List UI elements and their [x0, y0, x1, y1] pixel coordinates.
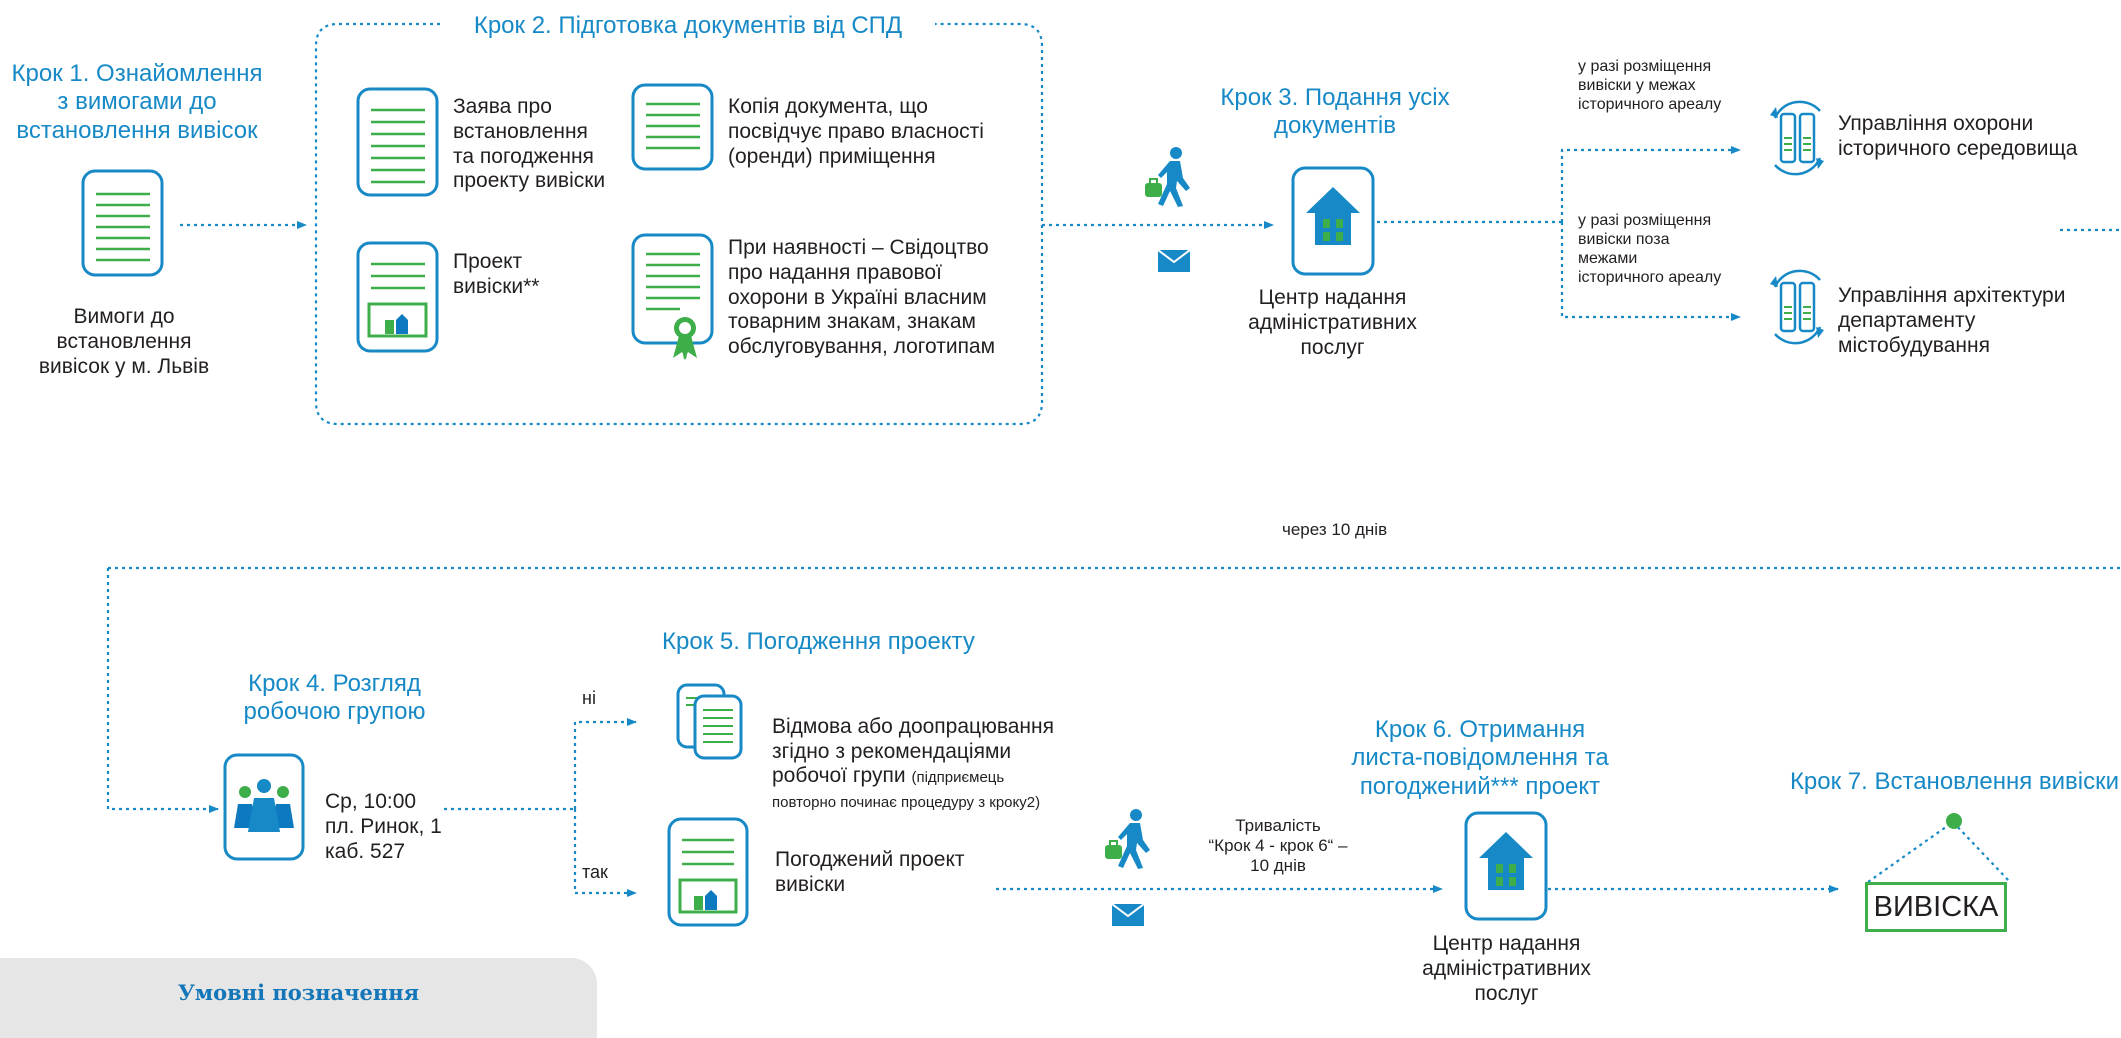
arrow-to-step4: [106, 568, 219, 813]
service-center-building-icon: [1464, 811, 1548, 921]
mail-icon: [1112, 904, 1144, 926]
condition-within-historic-area: у разі розміщення вивіски у межах істори…: [1578, 58, 1722, 113]
step2-application-label: Заява про встановлення та погодження про…: [453, 95, 606, 193]
architecture-department-icon: [1770, 269, 1824, 345]
walking-person-icon: [1105, 809, 1150, 869]
step3-heading: Крок 3. Подання усіх документів: [1220, 84, 1450, 140]
arrow-yes: [573, 809, 637, 897]
application-document-icon: [356, 87, 439, 197]
rejection-label: Відмова або доопрацювання згідно з реком…: [772, 714, 1054, 812]
condition-outside-historic-area: у разі розміщення вивіски поза межами іс…: [1578, 212, 1722, 286]
rejection-note: (підприємець повторно починає процедуру …: [772, 769, 1041, 812]
signboard-text: ВИВІСКА: [1873, 890, 1999, 923]
step2-heading: Крок 2. Підготовка документів від СПД: [473, 12, 903, 39]
working-group-icon: [223, 753, 305, 861]
after-ten-days-label: через 10 днів: [1282, 520, 1388, 539]
step5-heading: Крок 5. Погодження проекту: [662, 628, 975, 655]
trademark-certificate-icon: [631, 233, 714, 360]
walking-person-icon: [1145, 147, 1190, 207]
ownership-document-icon: [631, 83, 714, 171]
decision-no-label: ні: [582, 688, 596, 708]
sign-project-document-icon: [356, 241, 439, 353]
step2-frame: [314, 22, 1044, 426]
step1-document-label: Вимоги до встановлення вивісок у м. Льві…: [38, 305, 210, 378]
signboard: ВИВІСКА: [1865, 882, 2007, 932]
rejection-documents-icon: [676, 683, 743, 760]
step2-ownership-label: Копія документа, що посвідчує право влас…: [728, 95, 984, 168]
requirements-document-icon: [81, 169, 164, 277]
legend-title: Умовні позначення: [177, 980, 420, 1005]
step6-heading: Крок 6. Отримання листа-повідомлення та …: [1351, 716, 1609, 800]
step6-center-label: Центр надання адміністративних послуг: [1422, 932, 1591, 1005]
historic-department-label: Управління охорони історичного середовищ…: [1838, 112, 2078, 160]
decision-yes-label: так: [582, 862, 608, 882]
step2-sign-project-label: Проект вивіски**: [453, 250, 540, 298]
step7-heading: Крок 7. Встановлення вивіски: [1789, 768, 2120, 795]
step3-center-label: Центр надання адміністративних послуг: [1248, 286, 1417, 359]
mail-icon: [1158, 250, 1190, 272]
sign-nail: [1946, 813, 1962, 829]
approved-project-label: Погоджений проект вивіски: [775, 848, 965, 896]
step2-certificate-label: При наявності – Свідоцтво про надання пр…: [728, 236, 996, 359]
architecture-department-label: Управління архітектури департаменту міст…: [1838, 284, 2066, 357]
historic-department-icon: [1770, 100, 1824, 176]
duration-label: Тривалість “Крок 4 - крок 6“ – 10 днів: [1208, 816, 1348, 876]
arrow-no: [573, 718, 637, 809]
step4-meeting-info: Ср, 10:00 пл. Ринок, 1 каб. 527: [325, 790, 442, 863]
arrow-branch-historic: [1560, 146, 1741, 222]
approved-project-icon: [667, 817, 749, 927]
step1-heading: Крок 1. Ознайомлення з вимогами до встан…: [11, 60, 263, 144]
service-center-building-icon: [1291, 166, 1375, 276]
step4-heading: Крок 4. Розгляд робочою групою: [243, 670, 426, 726]
connector-lines: [106, 22, 2121, 897]
